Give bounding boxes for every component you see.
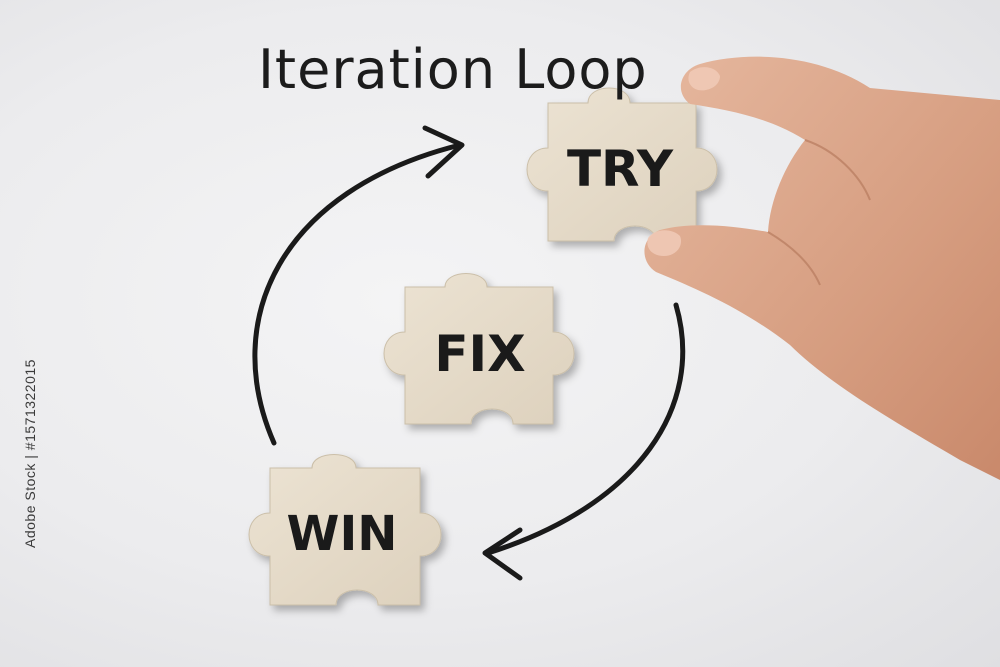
cycle-arrows bbox=[252, 125, 686, 581]
puzzle-piece-win bbox=[248, 454, 442, 606]
piece-label-fix: FIX bbox=[434, 325, 526, 383]
arrow-win-to-try bbox=[252, 142, 463, 446]
page-title: Iteration Loop bbox=[258, 38, 648, 101]
hand bbox=[644, 56, 1000, 481]
fingernail bbox=[688, 67, 720, 91]
arrow-try-to-win bbox=[485, 302, 686, 556]
puzzle-piece-fix bbox=[383, 273, 575, 425]
finger-crease-2 bbox=[767, 231, 821, 286]
piece-label-try: TRY bbox=[566, 140, 674, 198]
piece-label-win: WIN bbox=[286, 506, 398, 562]
thumbnail bbox=[647, 230, 682, 256]
arrowhead-win bbox=[482, 527, 523, 581]
finger-crease-1 bbox=[804, 139, 871, 201]
arrowhead-try bbox=[422, 125, 465, 179]
stock-id-watermark: Adobe Stock | #1571322015 bbox=[22, 359, 38, 548]
